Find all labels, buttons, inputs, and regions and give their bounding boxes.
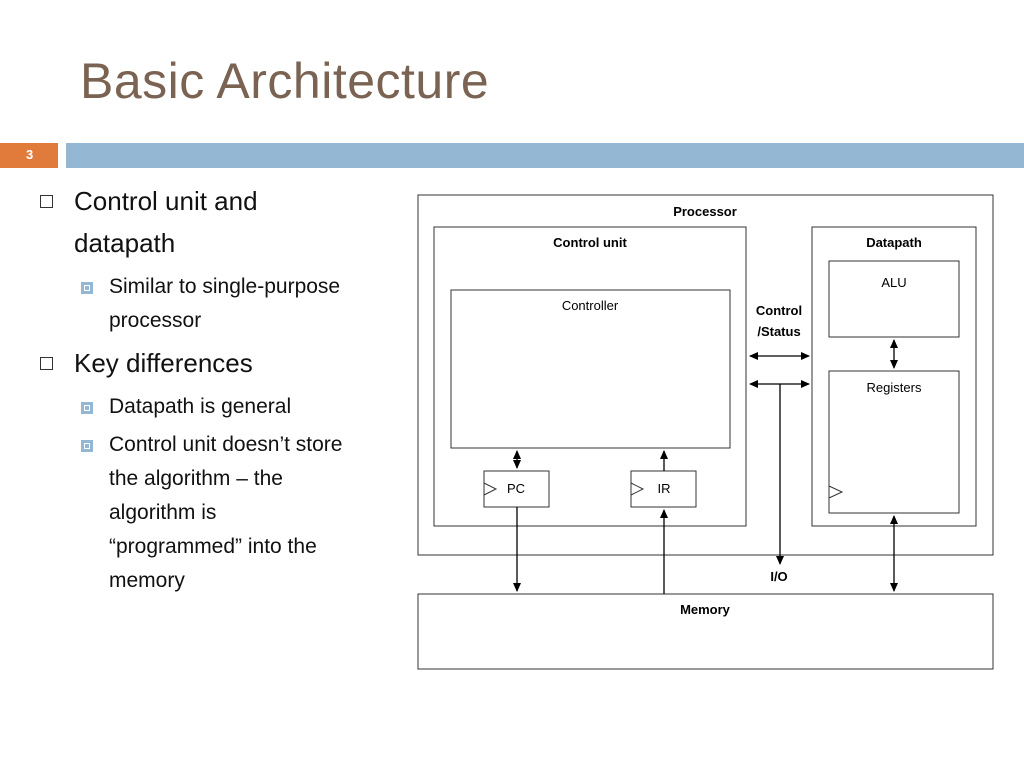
ir-label: IR <box>658 481 671 496</box>
processor-box <box>417 194 994 556</box>
slide-title: Basic Architecture <box>80 53 490 109</box>
control-unit-label: Control unit <box>553 235 627 250</box>
bullet-line: Control unit doesn’t store <box>109 433 343 456</box>
bullet-list: Control unit and datapath Similar to sin… <box>38 180 398 602</box>
memory-label: Memory <box>680 602 731 617</box>
registers-clock-icon <box>828 485 844 499</box>
pc-clock-icon <box>483 482 498 496</box>
bullet-line: algorithm is <box>109 501 217 524</box>
control-status-label-line1: Control <box>756 303 802 318</box>
sub-bullet-datapath-general: Datapath is general <box>38 390 398 424</box>
bullet-line: Similar to single-purpose <box>109 275 341 298</box>
pc-label: PC <box>507 481 525 496</box>
square-bullet-icon <box>40 357 53 370</box>
slide-number-badge: 3 <box>0 143 58 168</box>
bullet-line: memory <box>109 569 185 592</box>
bullet-line: “programmed” into the <box>109 535 317 558</box>
registers-box <box>828 370 960 514</box>
square-bullet-icon <box>40 195 53 208</box>
control-status-label-line2: /Status <box>757 324 800 339</box>
memory-box <box>417 593 994 670</box>
io-label: I/O <box>770 569 787 584</box>
alu-box <box>828 260 960 338</box>
filled-square-bullet-icon <box>81 402 93 414</box>
title-rule-bar <box>66 143 1024 168</box>
datapath-box <box>811 226 977 527</box>
controller-label: Controller <box>562 298 619 313</box>
bullet-line: the algorithm – the <box>109 467 283 490</box>
control-unit-box <box>433 226 747 527</box>
sub-bullet-similar: Similar to single-purpose processor <box>38 270 398 338</box>
sub-bullet-control-unit-algorithm: Control unit doesn’t store the algorithm… <box>38 428 398 598</box>
bullet-key-differences: Key differences <box>38 342 398 384</box>
registers-label: Registers <box>867 380 922 395</box>
filled-square-bullet-icon <box>81 440 93 452</box>
datapath-label: Datapath <box>866 235 922 250</box>
alu-label: ALU <box>881 275 906 290</box>
processor-label: Processor <box>673 204 737 219</box>
bullet-line: Control unit and <box>74 186 258 216</box>
filled-square-bullet-icon <box>81 282 93 294</box>
slide-number: 3 <box>26 147 34 162</box>
bullet-line: Key differences <box>74 348 253 378</box>
bullet-line: Datapath is general <box>109 395 292 418</box>
bullet-line: processor <box>109 309 202 332</box>
ir-clock-icon <box>630 482 645 496</box>
bullet-line: datapath <box>74 228 176 258</box>
bullet-control-unit-and-datapath: Control unit and datapath <box>38 180 398 264</box>
controller-box <box>450 289 731 449</box>
